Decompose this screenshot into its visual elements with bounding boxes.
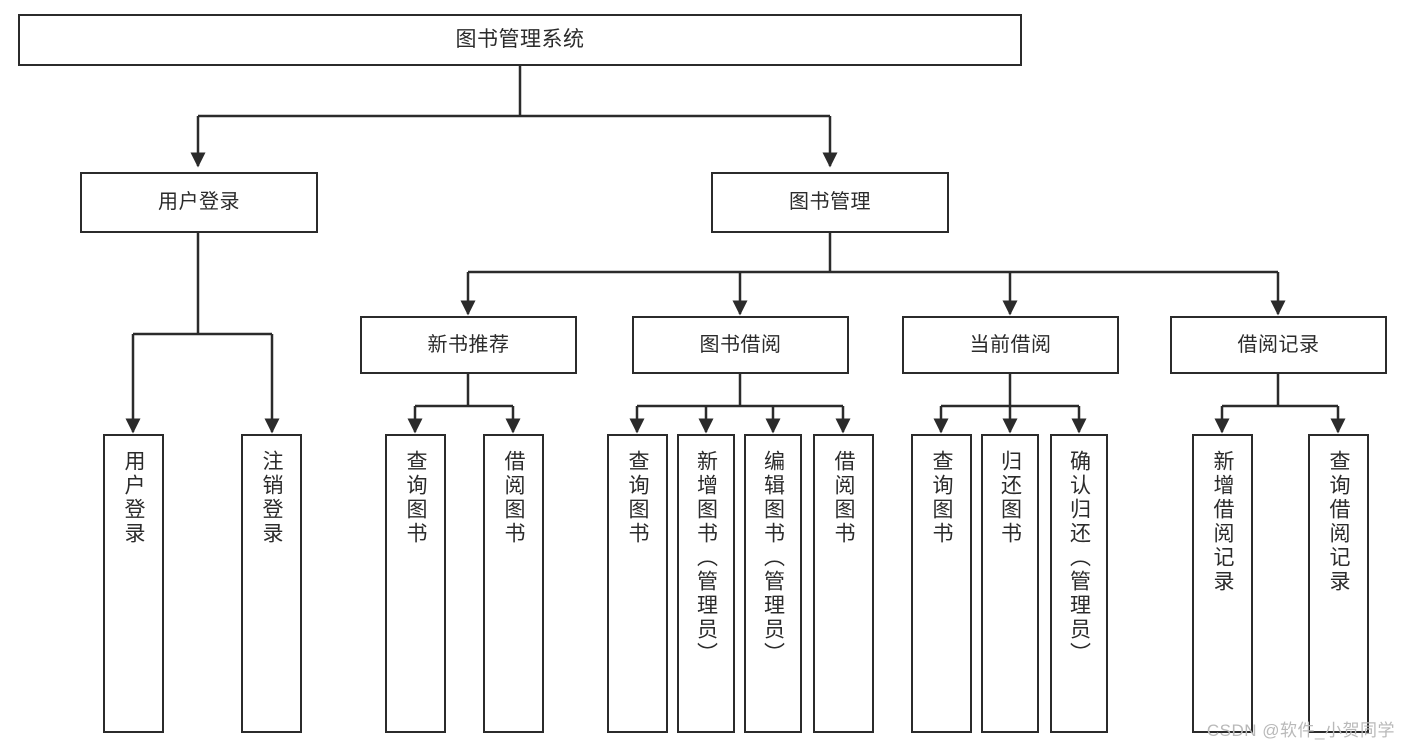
node-book-borrow[interactable]: 图书借阅 [632, 316, 849, 374]
leaf-query-borrow-record[interactable]: 查询借阅记录 [1308, 434, 1369, 733]
node-label: 借阅图书 [502, 450, 525, 546]
node-label: 确认归还（管理员） [1067, 450, 1091, 666]
node-label: 编辑图书（管理员） [761, 450, 785, 666]
leaf-logout[interactable]: 注销登录 [241, 434, 302, 733]
node-label: 图书管理 [789, 191, 871, 214]
leaf-query-book-borrow[interactable]: 查询图书 [607, 434, 668, 733]
node-label: 当前借阅 [969, 333, 1052, 356]
node-label: 注销登录 [260, 450, 283, 546]
node-label: 新增借阅记录 [1211, 450, 1234, 594]
leaf-borrow-book-recommend[interactable]: 借阅图书 [483, 434, 544, 733]
leaf-user-login[interactable]: 用户登录 [103, 434, 164, 733]
node-label: 查询图书 [930, 450, 953, 546]
leaf-return-book[interactable]: 归还图书 [981, 434, 1039, 733]
node-book-management[interactable]: 图书管理 [711, 172, 949, 233]
node-new-book-recommend[interactable]: 新书推荐 [360, 316, 577, 374]
leaf-add-book-admin[interactable]: 新增图书（管理员） [677, 434, 735, 733]
leaf-query-book-current[interactable]: 查询图书 [911, 434, 972, 733]
node-borrow-record[interactable]: 借阅记录 [1170, 316, 1387, 374]
csdn-watermark: CSDN @软件_小贺同学 [1206, 721, 1395, 740]
node-label: 查询图书 [404, 450, 427, 546]
node-user-login[interactable]: 用户登录 [80, 172, 318, 233]
node-label: 用户登录 [122, 450, 145, 546]
leaf-confirm-return-admin[interactable]: 确认归还（管理员） [1050, 434, 1108, 733]
node-label: 图书管理系统 [455, 28, 585, 52]
leaf-query-book-recommend[interactable]: 查询图书 [385, 434, 446, 733]
node-label: 借阅图书 [832, 450, 855, 546]
node-label: 图书借阅 [699, 333, 782, 356]
node-label: 新增图书（管理员） [694, 450, 718, 666]
node-label: 查询借阅记录 [1327, 450, 1350, 594]
node-current-borrow[interactable]: 当前借阅 [902, 316, 1119, 374]
node-label: 新书推荐 [427, 333, 510, 356]
leaf-borrow-book[interactable]: 借阅图书 [813, 434, 874, 733]
leaf-edit-book-admin[interactable]: 编辑图书（管理员） [744, 434, 802, 733]
node-root-system[interactable]: 图书管理系统 [18, 14, 1022, 66]
node-label: 用户登录 [158, 191, 240, 214]
node-label: 归还图书 [998, 450, 1022, 546]
node-label: 查询图书 [626, 450, 649, 546]
node-label: 借阅记录 [1237, 333, 1320, 356]
leaf-add-borrow-record[interactable]: 新增借阅记录 [1192, 434, 1253, 733]
